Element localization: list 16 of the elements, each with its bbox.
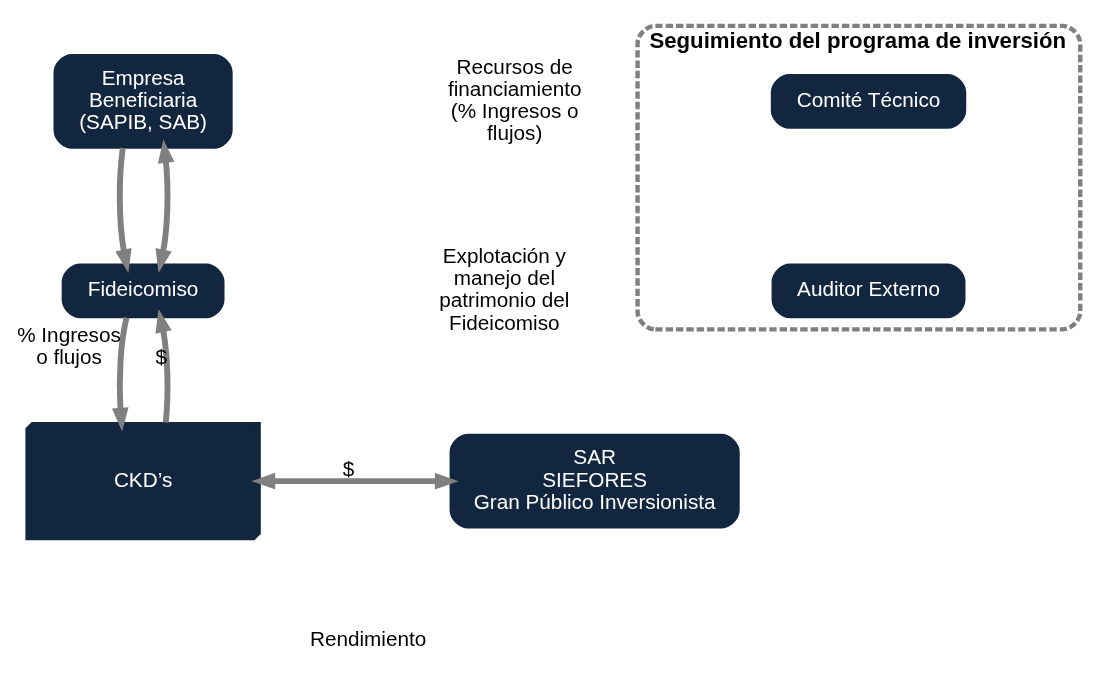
label: Explotación y manejo del patrimonio del Fideicomiso	[439, 244, 570, 334]
node-box: Empresa Beneficiaria (SAPIB, SAB)	[53, 54, 233, 149]
arrow	[251, 472, 459, 490]
arrow	[155, 308, 172, 423]
edge-label: % Ingresos o flujos	[17, 323, 121, 369]
edge-label: $	[342, 456, 355, 480]
node-box: Comité Técnico	[770, 74, 967, 129]
edge-label: $	[155, 344, 168, 368]
label: Recursos de financiamiento (% Ingresos o flujos)	[447, 54, 582, 145]
label: Rendimiento	[309, 626, 427, 650]
node-box: Fideicomiso	[61, 263, 225, 319]
node-box: SAR SIEFORES Gran Público Inversionista	[449, 433, 740, 529]
node-box: Auditor Externo	[771, 263, 966, 319]
arrow	[112, 316, 130, 432]
arrow	[115, 147, 132, 273]
arrow	[155, 139, 175, 273]
